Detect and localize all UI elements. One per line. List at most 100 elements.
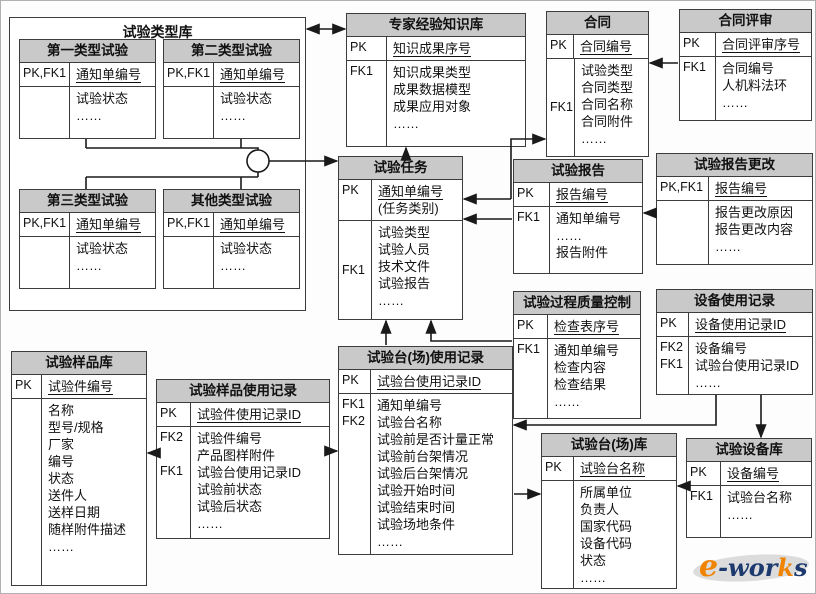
attribute-list: 试验类型试验人员技术文件试验报告…… <box>372 221 462 319</box>
key-label: PK <box>514 183 550 206</box>
attribute: …… <box>393 116 419 131</box>
key-label-line: PK <box>342 183 359 197</box>
entity-title: 试验样品库 <box>12 352 146 375</box>
entity-row: 所属单位负责人国家代码设备代码状态…… <box>542 480 676 589</box>
entity-title: 试验样品使用记录 <box>157 380 329 403</box>
key-label <box>12 399 42 585</box>
logo-s: s <box>794 553 808 582</box>
key-label: FK1 <box>547 59 575 156</box>
key-label: PK <box>339 370 371 393</box>
entity-title: 合同 <box>547 12 648 35</box>
key-label: FK1 <box>680 57 716 120</box>
attribute: 通知单编号 <box>220 217 286 232</box>
key-label: PK <box>680 33 716 56</box>
key-label: PK,FK1 <box>20 63 70 86</box>
key-label-line <box>15 401 40 418</box>
attribute-list: 所属单位负责人国家代码设备代码状态…… <box>574 481 676 589</box>
attribute-list: 通知单编号 <box>214 63 299 86</box>
attribute: 合同编号 <box>722 61 775 76</box>
attribute: 试验前台架情况 <box>377 449 469 464</box>
entity-title: 其他类型试验 <box>164 190 299 213</box>
attribute: …… <box>715 239 741 254</box>
key-label: PK,FK1 <box>20 213 70 236</box>
logo-wor: -wor <box>718 553 778 582</box>
key-label <box>20 237 70 288</box>
attribute-list: 试验状态…… <box>70 87 155 138</box>
attribute: 试验台使用记录ID <box>377 374 482 389</box>
key-label <box>164 237 214 288</box>
entity-title: 试验报告 <box>514 160 642 183</box>
key-label: PK <box>157 403 191 426</box>
attribute-list: 通知单编号 <box>70 213 155 236</box>
key-label: FK1 <box>514 339 548 418</box>
attribute: 试验前状态 <box>197 482 263 497</box>
key-label-line: FK1 <box>683 60 706 74</box>
attribute: …… <box>377 534 403 549</box>
key-label-line <box>660 203 707 220</box>
attribute-list: 检查表序号 <box>548 315 640 338</box>
attribute: 合同名称 <box>580 97 633 112</box>
attribute: 送样日期 <box>48 505 101 520</box>
attribute: 通知单编号 <box>220 67 286 82</box>
attribute-list: 设备编号 <box>721 462 811 485</box>
attribute: 试验后台架情况 <box>377 466 469 481</box>
attribute: 试验状态 <box>220 91 273 106</box>
attribute: …… <box>378 293 404 308</box>
attribute: 试验场地条件 <box>377 517 456 532</box>
key-label-line: PK,FK1 <box>23 66 67 80</box>
attribute-list: 知识成果序号 <box>387 37 525 60</box>
entity-row: PK,FK1 通知单编号 <box>164 63 299 86</box>
key-label-line: PK <box>342 373 359 387</box>
logo-k: k <box>777 553 795 582</box>
key-label: FK1 <box>339 221 372 319</box>
attribute: 检查表序号 <box>554 319 620 334</box>
key-label-line <box>167 239 212 256</box>
entity-row: 名称型号/规格厂家编号状态送件人送样日期随样附件描述…… <box>12 398 146 585</box>
attribute: …… <box>554 394 580 409</box>
key-label-line: FK2 <box>342 414 365 428</box>
attribute: 送件人 <box>48 488 88 503</box>
attribute: 成果应用对象 <box>393 99 472 114</box>
key-label-line: PK <box>660 316 677 330</box>
key-label-line: PK <box>517 186 534 200</box>
attribute: 试验后状态 <box>197 499 263 514</box>
key-label-line: PK,FK1 <box>167 66 211 80</box>
attribute: 负责人 <box>580 502 620 517</box>
attribute: 检查结果 <box>554 377 607 392</box>
attribute: …… <box>580 570 606 585</box>
key-label: PK <box>347 37 387 60</box>
attribute: 厂家 <box>48 437 75 452</box>
attribute: …… <box>722 95 748 110</box>
attribute-list: 合同编号 <box>574 35 648 58</box>
key-label <box>20 87 70 138</box>
attribute: 设备使用记录ID <box>695 317 787 332</box>
key-label-line: PK <box>517 318 534 332</box>
key-label: PK <box>542 457 574 480</box>
key-label-line: FK1 <box>342 397 365 411</box>
attribute-list: 设备使用记录ID <box>689 313 812 336</box>
entity-row: 报告更改原因报告更改内容…… <box>657 200 812 264</box>
key-label-line <box>23 239 68 256</box>
attribute: 试验状态 <box>76 91 129 106</box>
attribute: 技术文件 <box>378 259 431 274</box>
entity-title: 试验台(场)库 <box>542 434 676 457</box>
